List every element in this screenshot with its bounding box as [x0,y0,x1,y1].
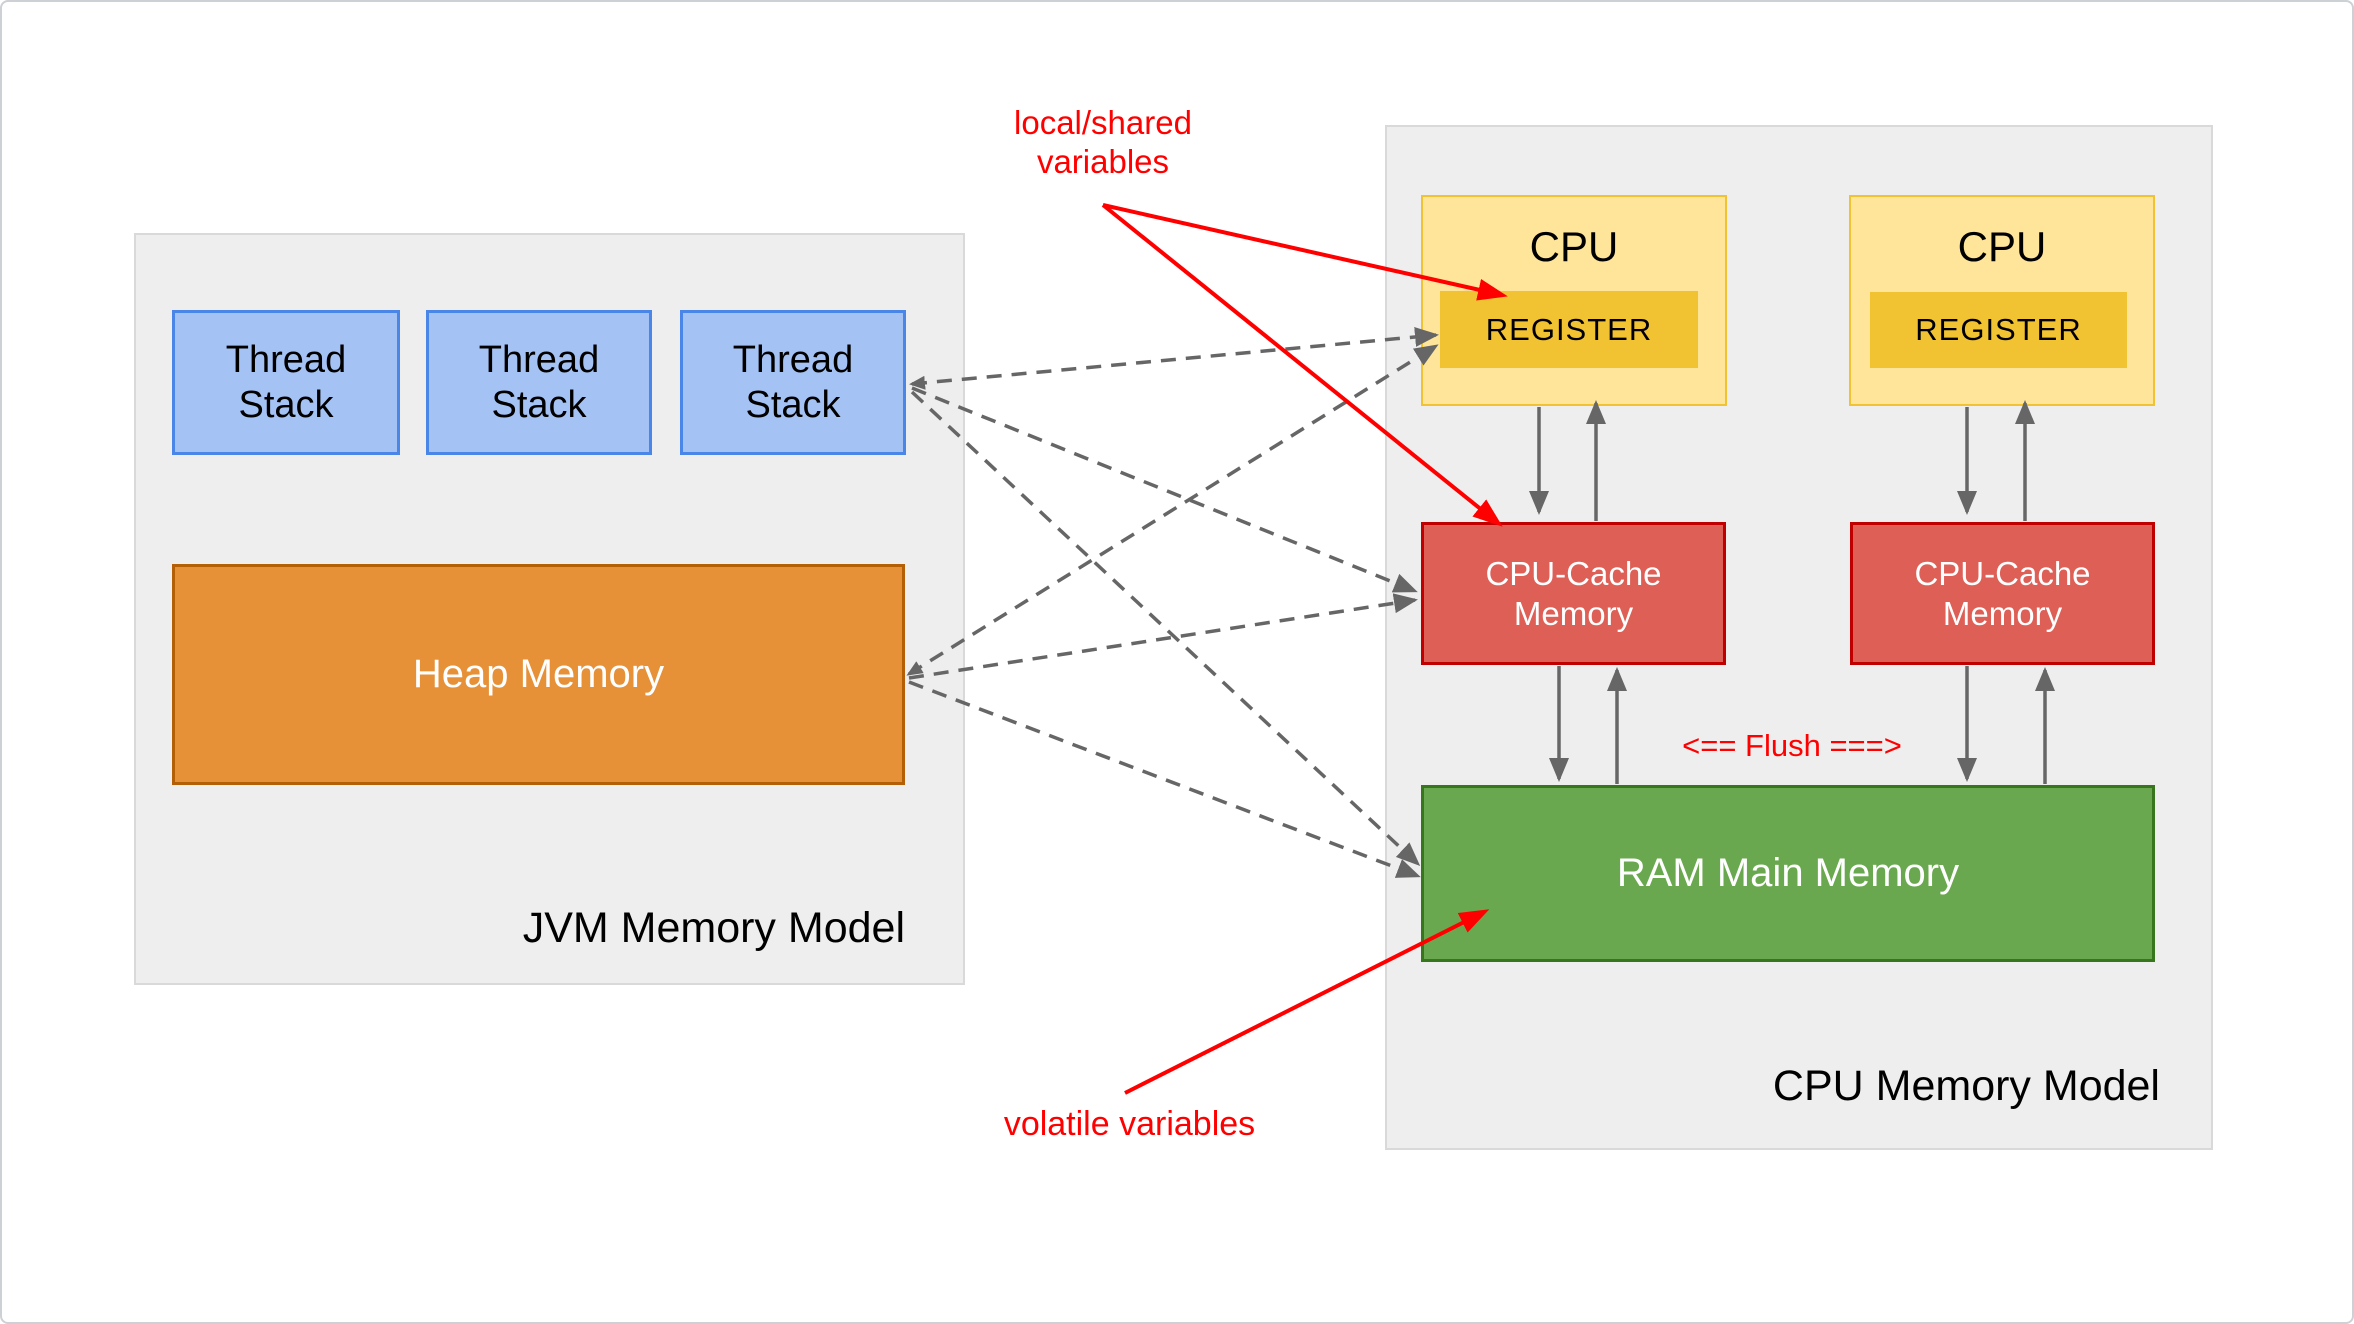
thread-stack-label-line: Thread [732,338,854,381]
register-box-2: REGISTER [1870,292,2127,368]
local-shared-line-2: variables [1036,143,1170,180]
volatile-variables-label: volatile variables [1003,1105,1256,1143]
cpu-title-2: CPU [1957,223,2047,270]
cpu-cache-label-line: Memory [1513,594,1634,632]
dashed-connector-heap-ram [908,680,1421,878]
thread-stack-box-1: Thread Stack [172,310,400,455]
thread-stack-label-line: Stack [745,383,841,426]
flush-label: <== Flush ===> [1682,728,1902,763]
register-box-1: REGISTER [1440,291,1698,368]
heap-memory-box: Heap Memory [172,564,905,785]
heap-memory-label: Heap Memory [412,652,665,696]
cpu-cache-label-line: CPU-Cache [1914,554,2091,592]
thread-stack-label-line: Thread [225,338,347,381]
local-shared-line-1: local/shared [1014,104,1192,141]
cpu-title-1: CPU [1529,223,1619,270]
dashed-connector-thread-cache [911,386,1418,593]
cpu-cache-label-line: Memory [1942,594,2063,632]
thread-stack-label-line: Thread [478,338,600,381]
thread-stack-label-line: Stack [491,383,587,426]
ram-main-memory-label: RAM Main Memory [1616,851,1960,895]
thread-stack-label-line: Stack [238,383,334,426]
ram-main-memory-box: RAM Main Memory [1421,785,2155,962]
cpu-cache-label-line: CPU-Cache [1485,554,1662,592]
jvm-panel-title: JVM Memory Model [522,904,905,952]
register-label-2: REGISTER [1915,312,2082,347]
register-label-1: REGISTER [1485,311,1653,347]
dashed-connector-heap-register [906,344,1439,676]
dashed-connector-heap-cache [908,593,1418,680]
local-shared-variables-label: local/shared variables [953,103,1253,181]
dashed-connector-thread-register [909,326,1439,390]
cpu-panel-title: CPU Memory Model [1772,1062,2160,1110]
cpu-cache-box-2: CPU-Cache Memory [1850,522,2155,665]
cpu-cache-box-1: CPU-Cache Memory [1421,522,1726,665]
thread-stack-box-2: Thread Stack [426,310,652,455]
thread-stack-box-3: Thread Stack [680,310,906,455]
dashed-connector-thread-ram [910,390,1421,867]
